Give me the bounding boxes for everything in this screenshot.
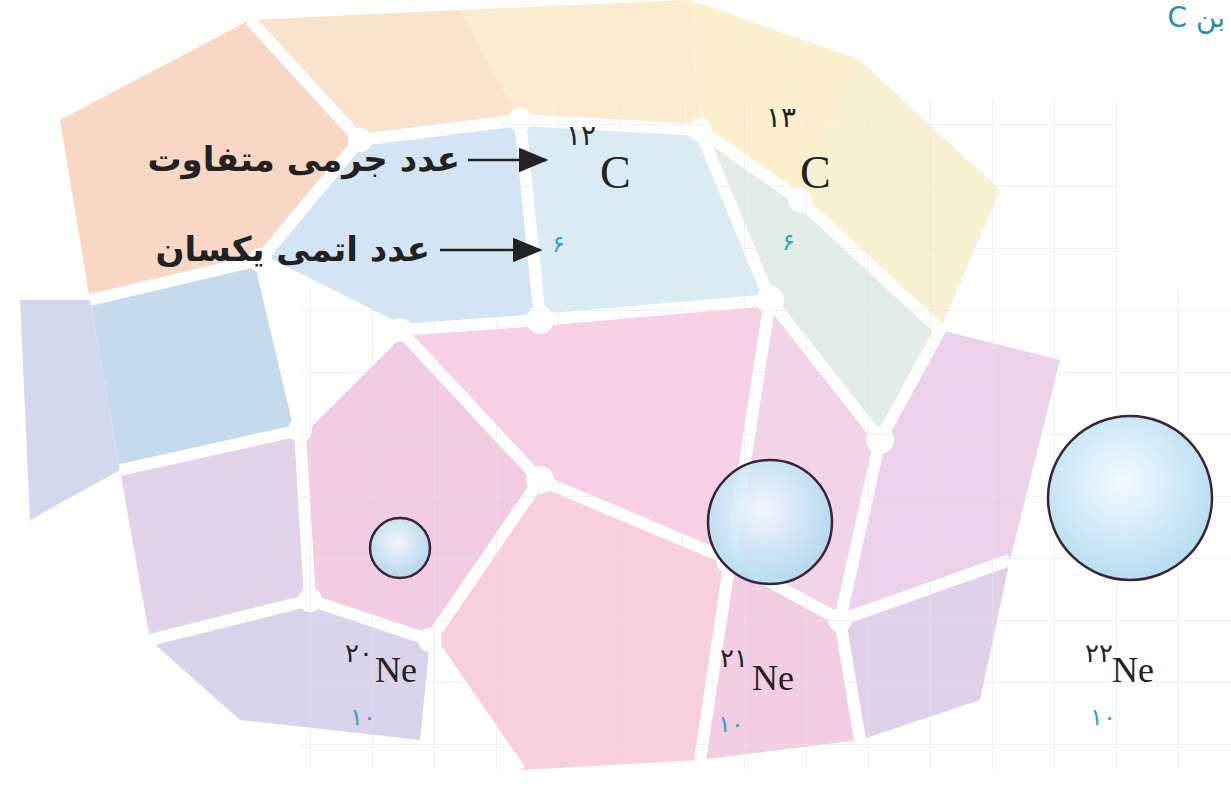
element-symbol: Ne <box>1112 652 1154 688</box>
element-symbol: C <box>800 150 831 196</box>
heading-fragment: بن C <box>1167 4 1225 32</box>
mass-number: ۱۳ <box>766 104 796 132</box>
mass-number-note: عدد جرمی متفاوت <box>147 142 460 176</box>
atomic-number: ۱۰ <box>1090 705 1116 729</box>
atomic-number: ۱۰ <box>718 712 744 736</box>
isotope-circle: ۲۱Ne ۱۰ <box>690 455 852 757</box>
mass-number: ۲۱ <box>720 645 748 671</box>
leader-arrow <box>440 249 540 252</box>
mass-number: ۲۲ <box>1085 640 1113 666</box>
element-symbol: C <box>600 150 631 196</box>
atomic-number-note: عدد اتمی یکسان <box>155 232 430 266</box>
atomic-number: ۶ <box>552 232 565 256</box>
element-symbol: Ne <box>752 660 794 696</box>
circle-shape <box>690 455 850 755</box>
mass-number: ۲۰ <box>345 640 373 666</box>
atomic-number: ۶ <box>782 230 795 254</box>
circle-shape <box>1040 410 1225 755</box>
atomic-number: ۱۰ <box>350 705 376 729</box>
element-symbol: Ne <box>375 652 417 688</box>
leader-arrow <box>468 159 546 162</box>
mass-number: ۱۲ <box>566 122 596 150</box>
isotope-circle: ۲۰Ne ۱۰ <box>330 505 472 742</box>
isotope-circle: ۲۲Ne ۱۰ <box>1040 410 1227 757</box>
